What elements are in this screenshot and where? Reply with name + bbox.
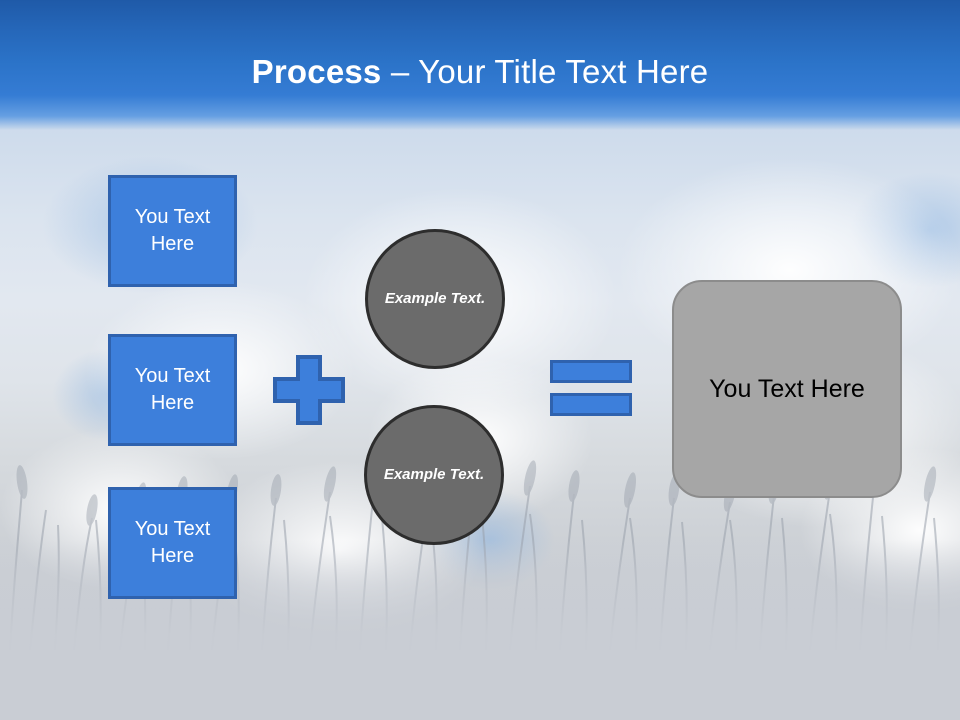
input-box-3-label: You Text Here bbox=[134, 518, 211, 567]
equals-icon bbox=[550, 360, 632, 420]
input-box-2[interactable]: You Text Here bbox=[108, 334, 237, 446]
input-box-1-label: You Text Here bbox=[134, 206, 211, 255]
plus-icon bbox=[273, 355, 345, 425]
input-box-2-label: You Text Here bbox=[134, 365, 211, 414]
example-circle-2-label: Example Text. bbox=[383, 466, 485, 483]
example-circle-1[interactable]: Example Text. bbox=[365, 229, 505, 369]
page-title-rest: – Your Title Text Here bbox=[381, 53, 709, 90]
result-box[interactable]: You Text Here bbox=[672, 280, 902, 498]
title-band bbox=[0, 0, 960, 130]
result-box-label: You Text Here bbox=[709, 375, 865, 403]
example-circle-2[interactable]: Example Text. bbox=[364, 405, 504, 545]
page-title-bold: Process bbox=[251, 53, 382, 90]
equals-bar-top bbox=[550, 360, 632, 383]
input-box-3[interactable]: You Text Here bbox=[108, 487, 237, 599]
example-circle-1-label: Example Text. bbox=[384, 290, 486, 307]
page-title: Process – Your Title Text Here bbox=[0, 52, 960, 92]
input-box-1[interactable]: You Text Here bbox=[108, 175, 237, 287]
equals-bar-bottom bbox=[550, 393, 632, 416]
